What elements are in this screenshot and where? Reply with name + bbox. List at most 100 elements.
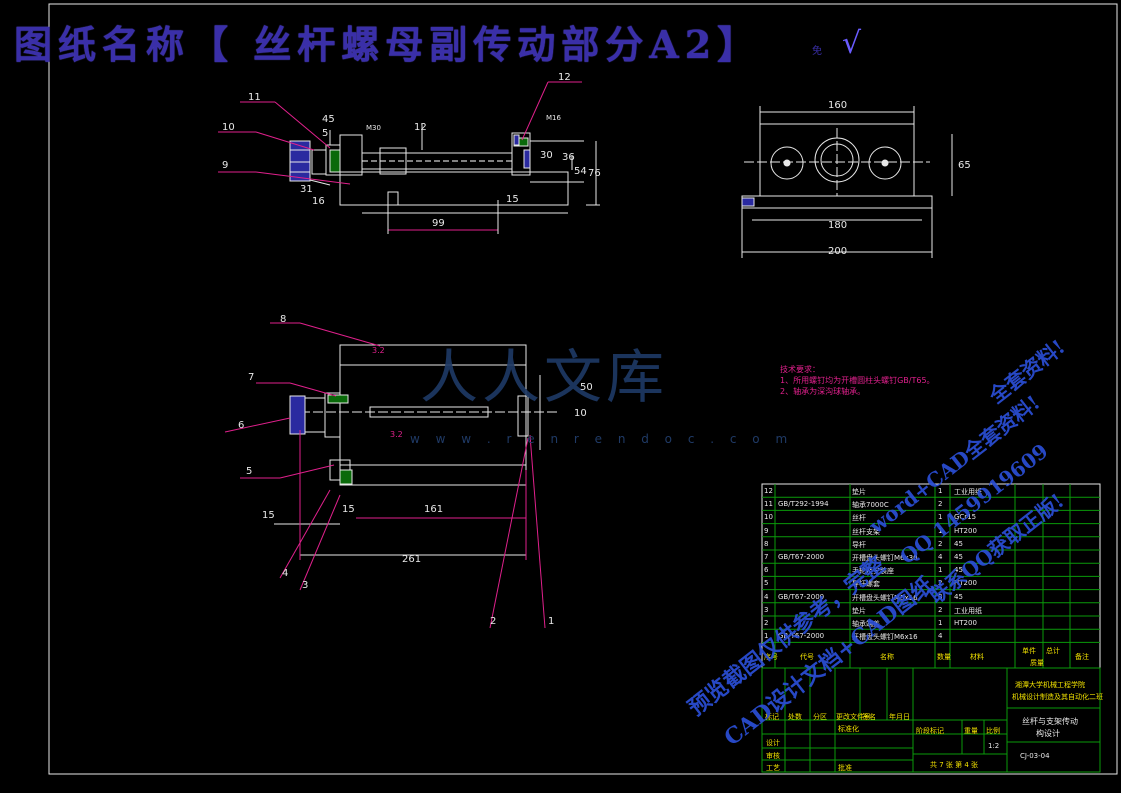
title-block-sheets: 共 7 张 第 4 张: [930, 761, 979, 769]
bom-cell-no: 10: [764, 513, 773, 522]
side-view: [741, 106, 953, 258]
role-review: 审核: [766, 752, 780, 760]
dimension: 15: [342, 504, 355, 515]
bom-cell-name: 导杆: [852, 540, 866, 549]
title-tag: 免: [812, 46, 822, 57]
rev-col: 处数: [788, 713, 802, 721]
top-view-leaders: [218, 81, 582, 185]
tech-notes-heading: 技术要求：: [780, 365, 820, 374]
bom-cell-material: 工业用纸: [954, 606, 982, 615]
dimension: 3.2: [372, 346, 385, 355]
part-label: 1: [548, 616, 555, 627]
drawing-title: 图纸名称【 丝杆螺母副传动部分A2】: [14, 22, 762, 67]
bom-cell-code: GB/T67-2000: [778, 632, 825, 641]
bom-cell-qty: 1: [938, 619, 943, 627]
watermark-url: w w w . r e n r e n d o c . c o m: [410, 432, 794, 446]
rev-col: 年月日: [889, 713, 910, 721]
part-label: 12: [558, 72, 571, 83]
part-label: 4: [282, 568, 289, 579]
title-block-standard: 标准化: [838, 725, 859, 733]
part-label: 2: [490, 616, 497, 627]
rev-col: 签名: [862, 713, 876, 721]
bom-cell-no: 5: [764, 579, 769, 588]
bom-cell-no: 12: [764, 487, 773, 495]
bom-cell-name: 导杆螺套: [852, 580, 880, 589]
bom-header-no: 序号: [764, 653, 778, 661]
title-block-drawing-name: 丝杆与支架传动: [1022, 717, 1078, 726]
bom-cell-qty: 1: [938, 566, 943, 575]
bom-header-unit-wt: 单件: [1022, 647, 1036, 655]
title-block-scale: 1:2: [988, 742, 1000, 750]
bom-cell-qty: 2: [938, 500, 943, 509]
bom-cell-code: GB/T67-2000: [778, 592, 825, 601]
bom-cell-material: GCr15: [954, 513, 977, 522]
tech-notes: 技术要求： 1、所用螺钉均为开槽圆柱头螺钉GB/T65。 2、轴承为深沟球轴承。: [780, 364, 935, 397]
dimension: 15: [506, 194, 519, 205]
dimension: 65: [958, 160, 971, 171]
rev-col: 标记: [765, 713, 779, 721]
tech-note-1: 1、所用螺钉均为开槽圆柱头螺钉GB/T65。: [780, 376, 935, 385]
part-label: 8: [280, 314, 287, 325]
bom-cell-name: 开槽盘头螺钉M5x16: [852, 593, 918, 602]
bom-cell-name: 轴承7000C: [852, 501, 889, 510]
bom-cell-code: GB/T292-1994: [778, 500, 829, 509]
bom-cell-qty: 1: [938, 487, 943, 495]
dimension: M16: [546, 114, 561, 122]
dimension: 99: [432, 218, 445, 229]
bom-cell-no: 7: [764, 553, 769, 561]
stage-col: 阶段标记: [916, 727, 944, 735]
bom-cell-qty: 8: [938, 592, 943, 601]
bom-col-lines: [774, 484, 1071, 668]
bom-cell-no: 4: [764, 592, 769, 601]
dimension: 50: [580, 382, 593, 393]
role-design: 设计: [766, 739, 780, 747]
dimension: 160: [828, 100, 848, 111]
rev-col: 更改文件号: [836, 713, 871, 721]
tech-note-2: 2、轴承为深沟球轴承。: [780, 387, 866, 396]
dimension: 76: [588, 168, 601, 179]
bom-header-qty: 数量: [937, 653, 951, 661]
title-block-project: 机械设计制造及其自动化二班: [1012, 693, 1103, 701]
sheet-border: [48, 3, 1118, 775]
top-view: [289, 124, 600, 234]
title-block-school: 湘潭大学机械工程学院: [1015, 681, 1085, 689]
part-label: 10: [222, 122, 235, 133]
bom-cell-qty: 1: [938, 513, 943, 522]
bottom-view-leaders: [224, 322, 546, 629]
dimension: M30: [366, 124, 381, 132]
bom-cell-material: 45: [954, 592, 963, 601]
bom-header-weight: 质量: [1030, 659, 1044, 667]
bom-header-remark: 备注: [1075, 653, 1089, 661]
dimension: 30: [540, 150, 553, 161]
dimension: 36: [562, 152, 575, 163]
part-label: 11: [248, 92, 261, 103]
dimension: 15: [262, 510, 275, 521]
dimension: 10: [574, 408, 587, 419]
check-mark-icon: √: [842, 26, 862, 61]
dimension: 16: [312, 196, 325, 207]
bom-cell-material: 工业用纸: [954, 488, 982, 496]
bom-cell-no: 3: [764, 605, 769, 614]
bom-cell-qty: 4: [938, 632, 943, 641]
dimension: 5: [322, 128, 329, 139]
dimension: 180: [828, 220, 848, 231]
bom-cell-material: 45: [954, 566, 963, 575]
title-block-drawing-sub: 构设计: [1036, 729, 1060, 738]
bom-cell-name: 丝杆: [852, 514, 866, 523]
title-block-grid: [761, 667, 1101, 773]
title-block-drawing-no: CJ-03-04: [1020, 752, 1050, 760]
bom-header-code: 代号: [800, 653, 814, 661]
bom-cell-qty: 2: [938, 579, 943, 588]
bom-cell-name: 开槽盘头螺钉M6x30: [852, 554, 918, 562]
bom-cell-material: HT200: [954, 526, 977, 535]
stage-col: 比例: [986, 727, 1000, 735]
bom-cell-material: HT200: [954, 619, 977, 627]
bom-cell-material: HT200: [954, 579, 977, 588]
bom-cell-name: 垫片: [852, 488, 866, 496]
bom-cell-name: 手轮及安装座: [852, 567, 894, 576]
bom-cell-no: 6: [764, 566, 769, 575]
bom-header-total-wt: 总计: [1046, 647, 1060, 655]
bom-cell-no: 9: [764, 526, 769, 535]
dimension: 3.2: [390, 430, 403, 439]
bom-row-lines: [762, 496, 1100, 643]
